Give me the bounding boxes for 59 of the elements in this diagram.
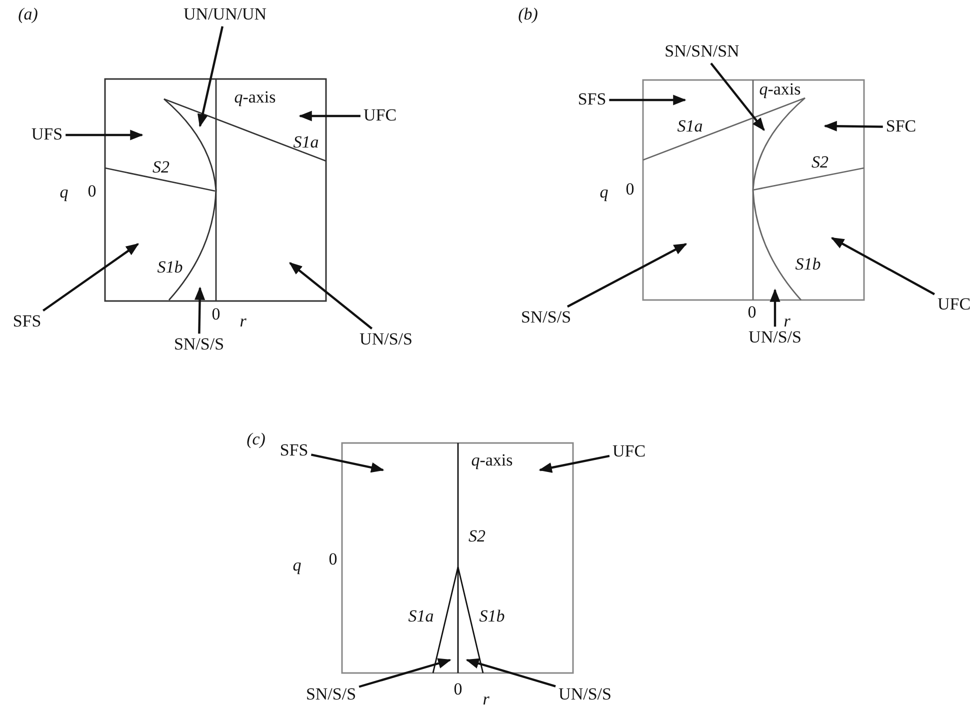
curve-label: S2	[812, 154, 828, 172]
region-label: UFC	[612, 442, 646, 462]
arrow	[770, 288, 780, 327]
arrow	[358, 658, 452, 688]
region-label: UFC	[363, 106, 397, 126]
arrow	[466, 658, 556, 688]
arrow	[310, 454, 384, 473]
axis-label: q	[292, 556, 302, 576]
axis-label: r	[784, 312, 790, 331]
axis-label: q	[600, 184, 608, 202]
arrow	[197, 26, 224, 128]
region-label: UN/UN/UN	[183, 6, 267, 24]
axis-label: q-axis	[234, 88, 276, 108]
region-label: SFS	[12, 312, 42, 332]
arrow	[566, 243, 688, 308]
tick-label: 0	[328, 550, 338, 570]
arrow	[194, 286, 206, 334]
curve-label: S2	[468, 528, 486, 546]
panel-label: (c)	[246, 430, 266, 450]
tick-label: 0	[88, 182, 96, 202]
arrow	[538, 454, 610, 473]
arrow	[42, 243, 140, 312]
panel-label: (a)	[18, 6, 38, 24]
curve-label: S1b	[479, 608, 505, 626]
region-label: UFS	[31, 126, 63, 144]
region-label: SN/S/S	[174, 336, 224, 354]
axis-label: q	[60, 184, 68, 202]
arrow	[288, 262, 373, 330]
curve-label: S1a	[677, 118, 703, 136]
region-label: SFC	[886, 118, 916, 136]
tick-label: 0	[748, 304, 756, 322]
arrow	[298, 110, 360, 122]
axis-label: q-axis	[471, 452, 513, 470]
region-label: SN/S/S	[520, 308, 572, 328]
region-label: SFS	[578, 90, 606, 110]
panel-label: (b)	[518, 6, 538, 24]
arrow	[609, 94, 686, 106]
region-label: UFC	[937, 296, 971, 314]
axis-label: r	[240, 312, 246, 332]
curve-label: S1b	[795, 256, 821, 274]
tick-label: 0	[454, 680, 462, 700]
arrow	[830, 237, 935, 296]
tick-label: 0	[626, 180, 634, 200]
axis-label: q-axis	[759, 80, 801, 100]
region-label: UN/S/S	[558, 686, 612, 704]
region-label: UN/S/S	[748, 328, 802, 348]
curve-label: S1a	[293, 134, 319, 152]
region-label: SFS	[280, 442, 308, 460]
tick-label: 0	[212, 306, 220, 324]
arrow	[66, 130, 144, 140]
region-label: SN/SN/SN	[664, 42, 740, 62]
arrow	[710, 62, 765, 132]
axis-label: r	[482, 690, 490, 710]
region-label: UN/S/S	[360, 330, 412, 350]
curve-label: S1b	[157, 258, 183, 278]
arrow	[824, 120, 883, 132]
curve-label: S2	[152, 158, 170, 178]
curve-label: S1a	[408, 608, 434, 626]
region-label: SN/S/S	[306, 686, 356, 704]
